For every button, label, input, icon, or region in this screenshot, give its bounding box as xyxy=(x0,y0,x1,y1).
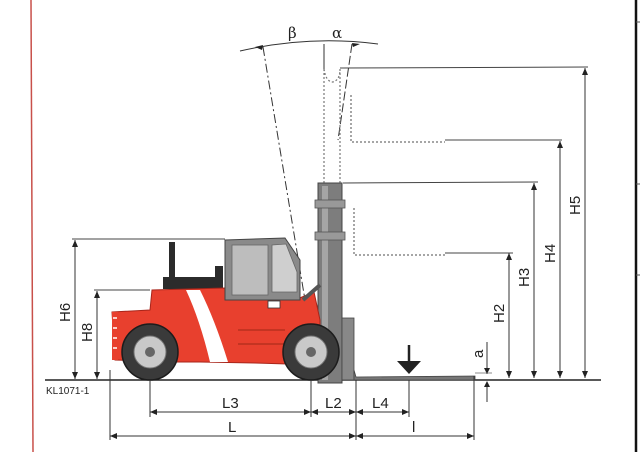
beta-label: β xyxy=(288,24,297,42)
l-label: L xyxy=(228,419,236,436)
extended-mast-outline xyxy=(323,68,341,185)
raised-fork-max xyxy=(350,95,445,143)
height-dimensions xyxy=(508,68,586,378)
h8-label: H8 xyxy=(79,323,96,342)
back-tilt-line xyxy=(262,46,306,301)
h6-label: H6 xyxy=(57,303,74,322)
drawing-code: KL1071-1 xyxy=(46,386,90,397)
l3-label: L3 xyxy=(222,395,239,412)
length-dimensions xyxy=(109,370,475,440)
front-wheel xyxy=(282,323,340,381)
h2-label: H2 xyxy=(491,304,508,323)
h4-label: H4 xyxy=(542,244,559,263)
h3-label: H3 xyxy=(516,268,533,287)
load-center-arrow-icon xyxy=(397,345,421,374)
l4-label: L4 xyxy=(372,395,389,412)
left-margin-line xyxy=(30,0,34,452)
h5-label: H5 xyxy=(567,196,584,215)
l2-label: L2 xyxy=(325,395,342,412)
fork-length-label: l xyxy=(412,419,415,436)
tilt-arc xyxy=(239,40,379,52)
rear-wheel xyxy=(121,323,179,381)
fork xyxy=(353,369,476,381)
alpha-label: α xyxy=(332,24,342,42)
raised-fork-free xyxy=(353,208,445,256)
forward-tilt-line xyxy=(337,43,353,141)
a-label: a xyxy=(470,349,487,358)
